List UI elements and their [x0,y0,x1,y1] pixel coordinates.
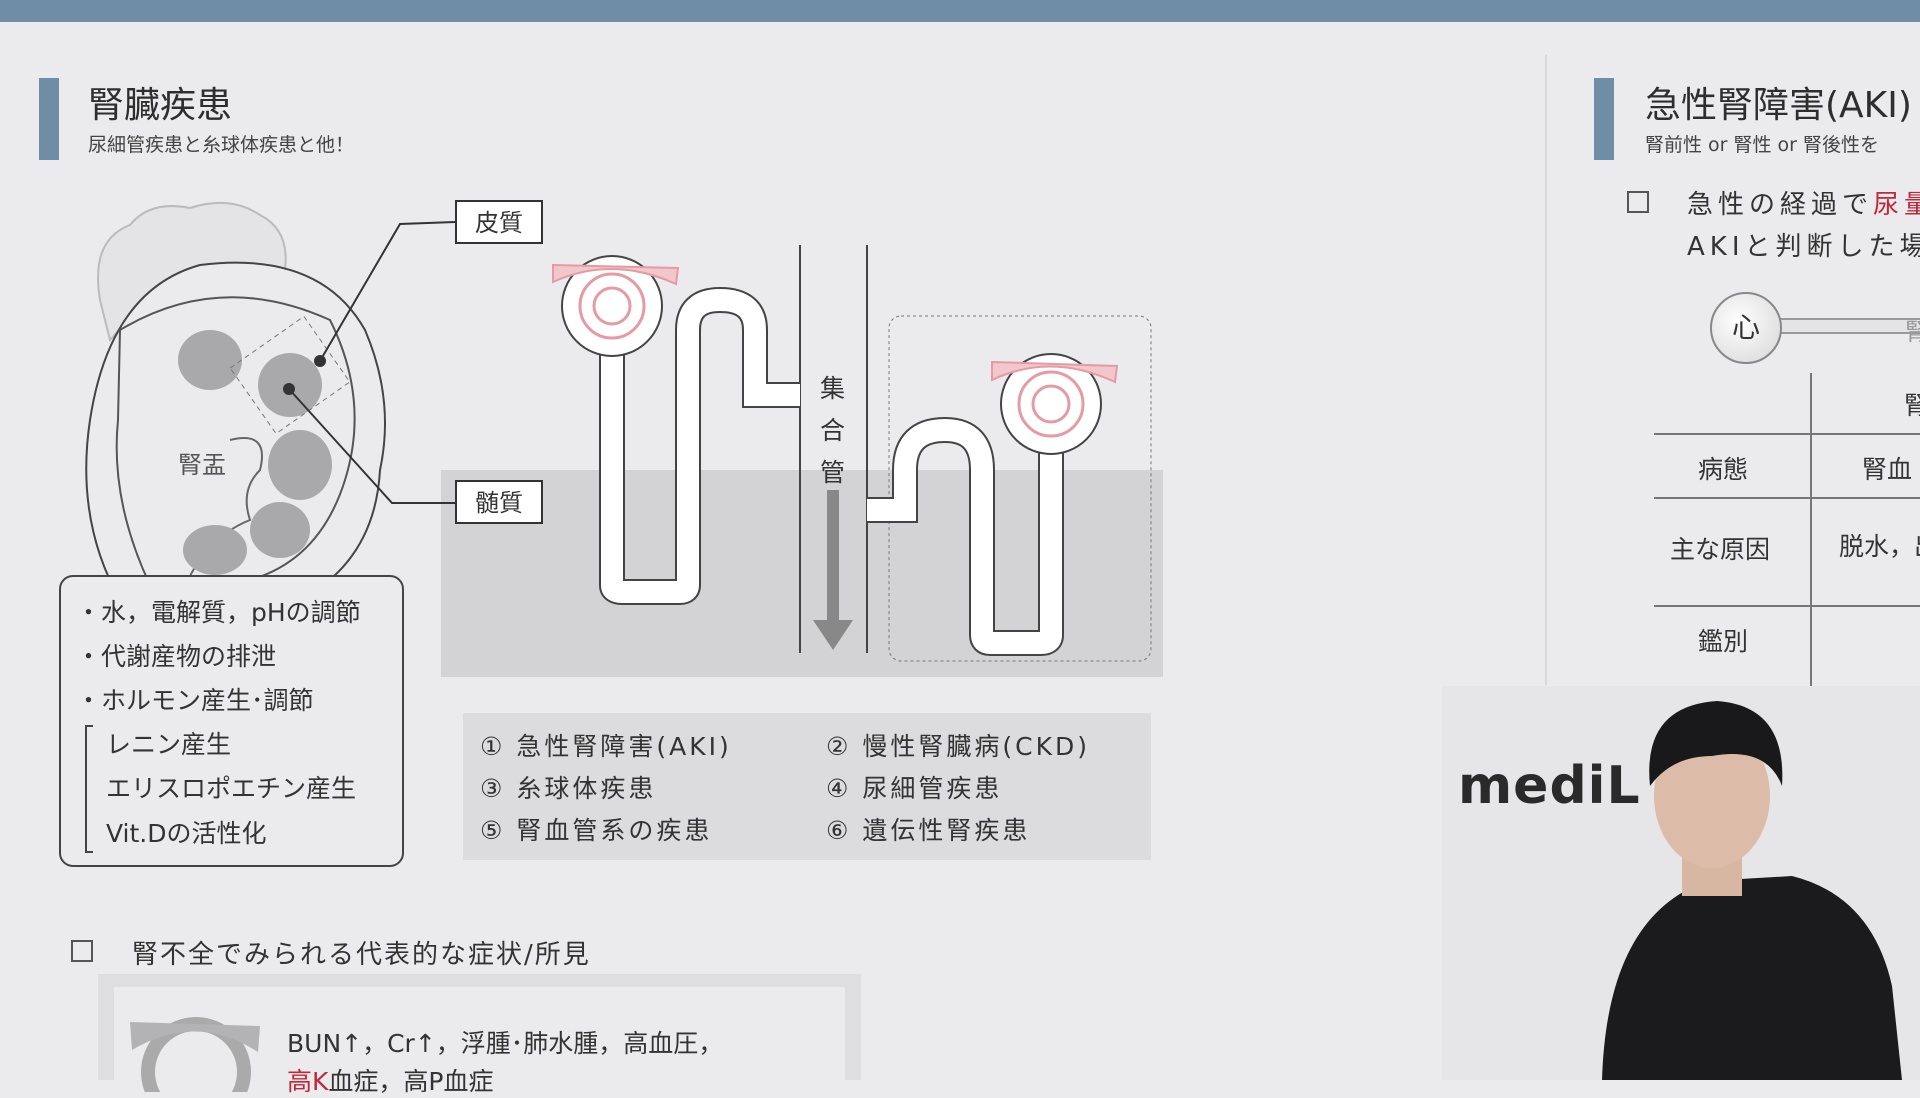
kidney-label-partial: 腎 [1905,318,1920,346]
pyramid [183,525,247,575]
disease-list: ① 急性腎障害(AKI) ② 慢性腎臓病(CKD) ③ 糸球体疾患 ④ 尿細管疾… [463,713,1151,860]
table-row-label: 主な原因 [1670,535,1771,564]
disease-label: 腎血管系の疾患 [516,816,713,845]
top-bar [0,0,1920,22]
label-char: 合 [820,416,846,445]
disease-item: ① 急性腎障害(AKI) [480,727,732,763]
disease-item: ⑤ 腎血管系の疾患 [480,811,712,847]
table-cell: 腎血 [1862,455,1913,484]
disease-number: ⑥ [826,816,852,845]
section-subtitle: 腎前性 or 腎性 or 腎後性を [1645,134,1880,156]
disease-label: 急性腎障害(AKI) [516,732,732,761]
function-subitem: Vit.Dの活性化 [106,819,267,848]
juxtamedullary-frame [888,315,1152,662]
function-item: ・代謝産物の排泄 [76,642,277,671]
table-cell: 脱水，出 [1839,532,1920,561]
disease-item: ④ 尿細管疾患 [826,769,1002,805]
function-item: ・ホルモン産生･調節 [76,686,314,715]
arteriole [552,263,680,286]
glomerulus [561,255,663,357]
disease-number: ⑤ [480,816,506,845]
table-row-label: 鑑別 [1698,627,1749,656]
section-title: 腎臓疾患 [88,85,233,126]
disease-item: ⑥ 遺伝性腎疾患 [826,811,1030,847]
text: 血症，高P血症 [328,1067,494,1096]
disease-label: 糸球体疾患 [516,774,657,803]
label-char: 集 [820,374,846,403]
disease-item: ③ 糸球体疾患 [480,769,656,805]
disease-label: 尿細管疾患 [862,774,1003,803]
section-subtitle: 尿細管疾患と糸球体疾患と他！ [88,134,355,156]
symptoms-heading: 腎不全でみられる代表的な症状/所見 [132,940,591,970]
table-rule [1654,497,1920,499]
pyramid [178,330,242,390]
function-item: ・水，電解質，pHの調節 [76,598,361,627]
highlight-text: 高K [287,1067,329,1096]
kidney-cortex-line [115,296,356,587]
disease-label: 慢性腎臓病(CKD) [862,732,1090,761]
nephron-tubule-lumen [601,288,800,603]
section-accent-bar [1594,78,1614,160]
table-row-label: 病態 [1698,455,1749,484]
symptoms-box: BUN↑，Cr↑，浮腫･肺水腫，高血圧， 高K血症，高P血症 [98,974,861,1096]
medilink-logo: mediL [1458,756,1641,816]
table-rule [1654,605,1920,607]
label-char: 管 [820,458,846,487]
kidney-outline [85,261,386,601]
capillary-loop [1031,384,1071,424]
section-title: 急性腎障害(AKI) [1645,85,1912,126]
glomerulus [1000,353,1102,455]
table-divider [1810,373,1812,686]
heart-circle: 心 [1710,292,1782,364]
arrow-head-icon [813,620,853,650]
renal-pelvis-label: 腎盂 [178,451,226,479]
highlight-text: 尿量 [1873,190,1920,220]
table-header-partial: 腎 [1904,391,1920,420]
checkbox[interactable] [1627,191,1649,213]
function-subitem: レニン産生 [106,730,232,759]
bracket [85,725,93,853]
kidney-functions-box: ・水，電解質，pHの調節 ・代謝産物の排泄 ・ホルモン産生･調節 レニン産生 エ… [59,575,404,867]
webcam-overlay: mediL [1442,686,1920,1080]
arteriole [991,360,1119,384]
medulla-label: 髄質 [455,480,543,524]
glomerulus-icon [130,1017,260,1092]
disease-item: ② 慢性腎臓病(CKD) [826,727,1090,763]
collecting-duct-label: 集 合 管 [820,368,845,494]
capillary-loop [592,286,632,326]
aki-criteria-line-1: 急性の経過で尿量 [1687,184,1920,221]
cortex-label: 皮質 [455,200,543,244]
leader-line [288,388,455,504]
disease-number: ③ [480,774,506,803]
presenter-video [1602,701,1902,1080]
symptoms-line-2: 高K血症，高P血症 [287,1062,493,1098]
capillary-loop [578,272,646,340]
disease-number: ② [826,732,852,761]
symptoms-line-1: BUN↑，Cr↑，浮腫･肺水腫，高血圧， [287,1029,724,1058]
aki-criteria-line-2: AKIと判断した場 [1687,232,1920,262]
nephron-tubule-lumen [867,418,1062,654]
section-divider [1545,55,1547,685]
checkbox[interactable] [71,940,93,962]
table-rule [1654,433,1920,435]
pyramid [250,502,310,558]
leader-line [319,221,456,362]
text: 急性の経過で [1687,190,1874,220]
disease-number: ① [480,732,506,761]
section-accent-bar [39,78,59,160]
function-subitem: エリスロポエチン産生 [106,774,357,803]
capillary-loop [1017,370,1085,438]
disease-number: ④ [826,774,852,803]
disease-label: 遺伝性腎疾患 [862,816,1031,845]
pyramid [268,430,332,500]
vessel-line [1780,318,1920,334]
